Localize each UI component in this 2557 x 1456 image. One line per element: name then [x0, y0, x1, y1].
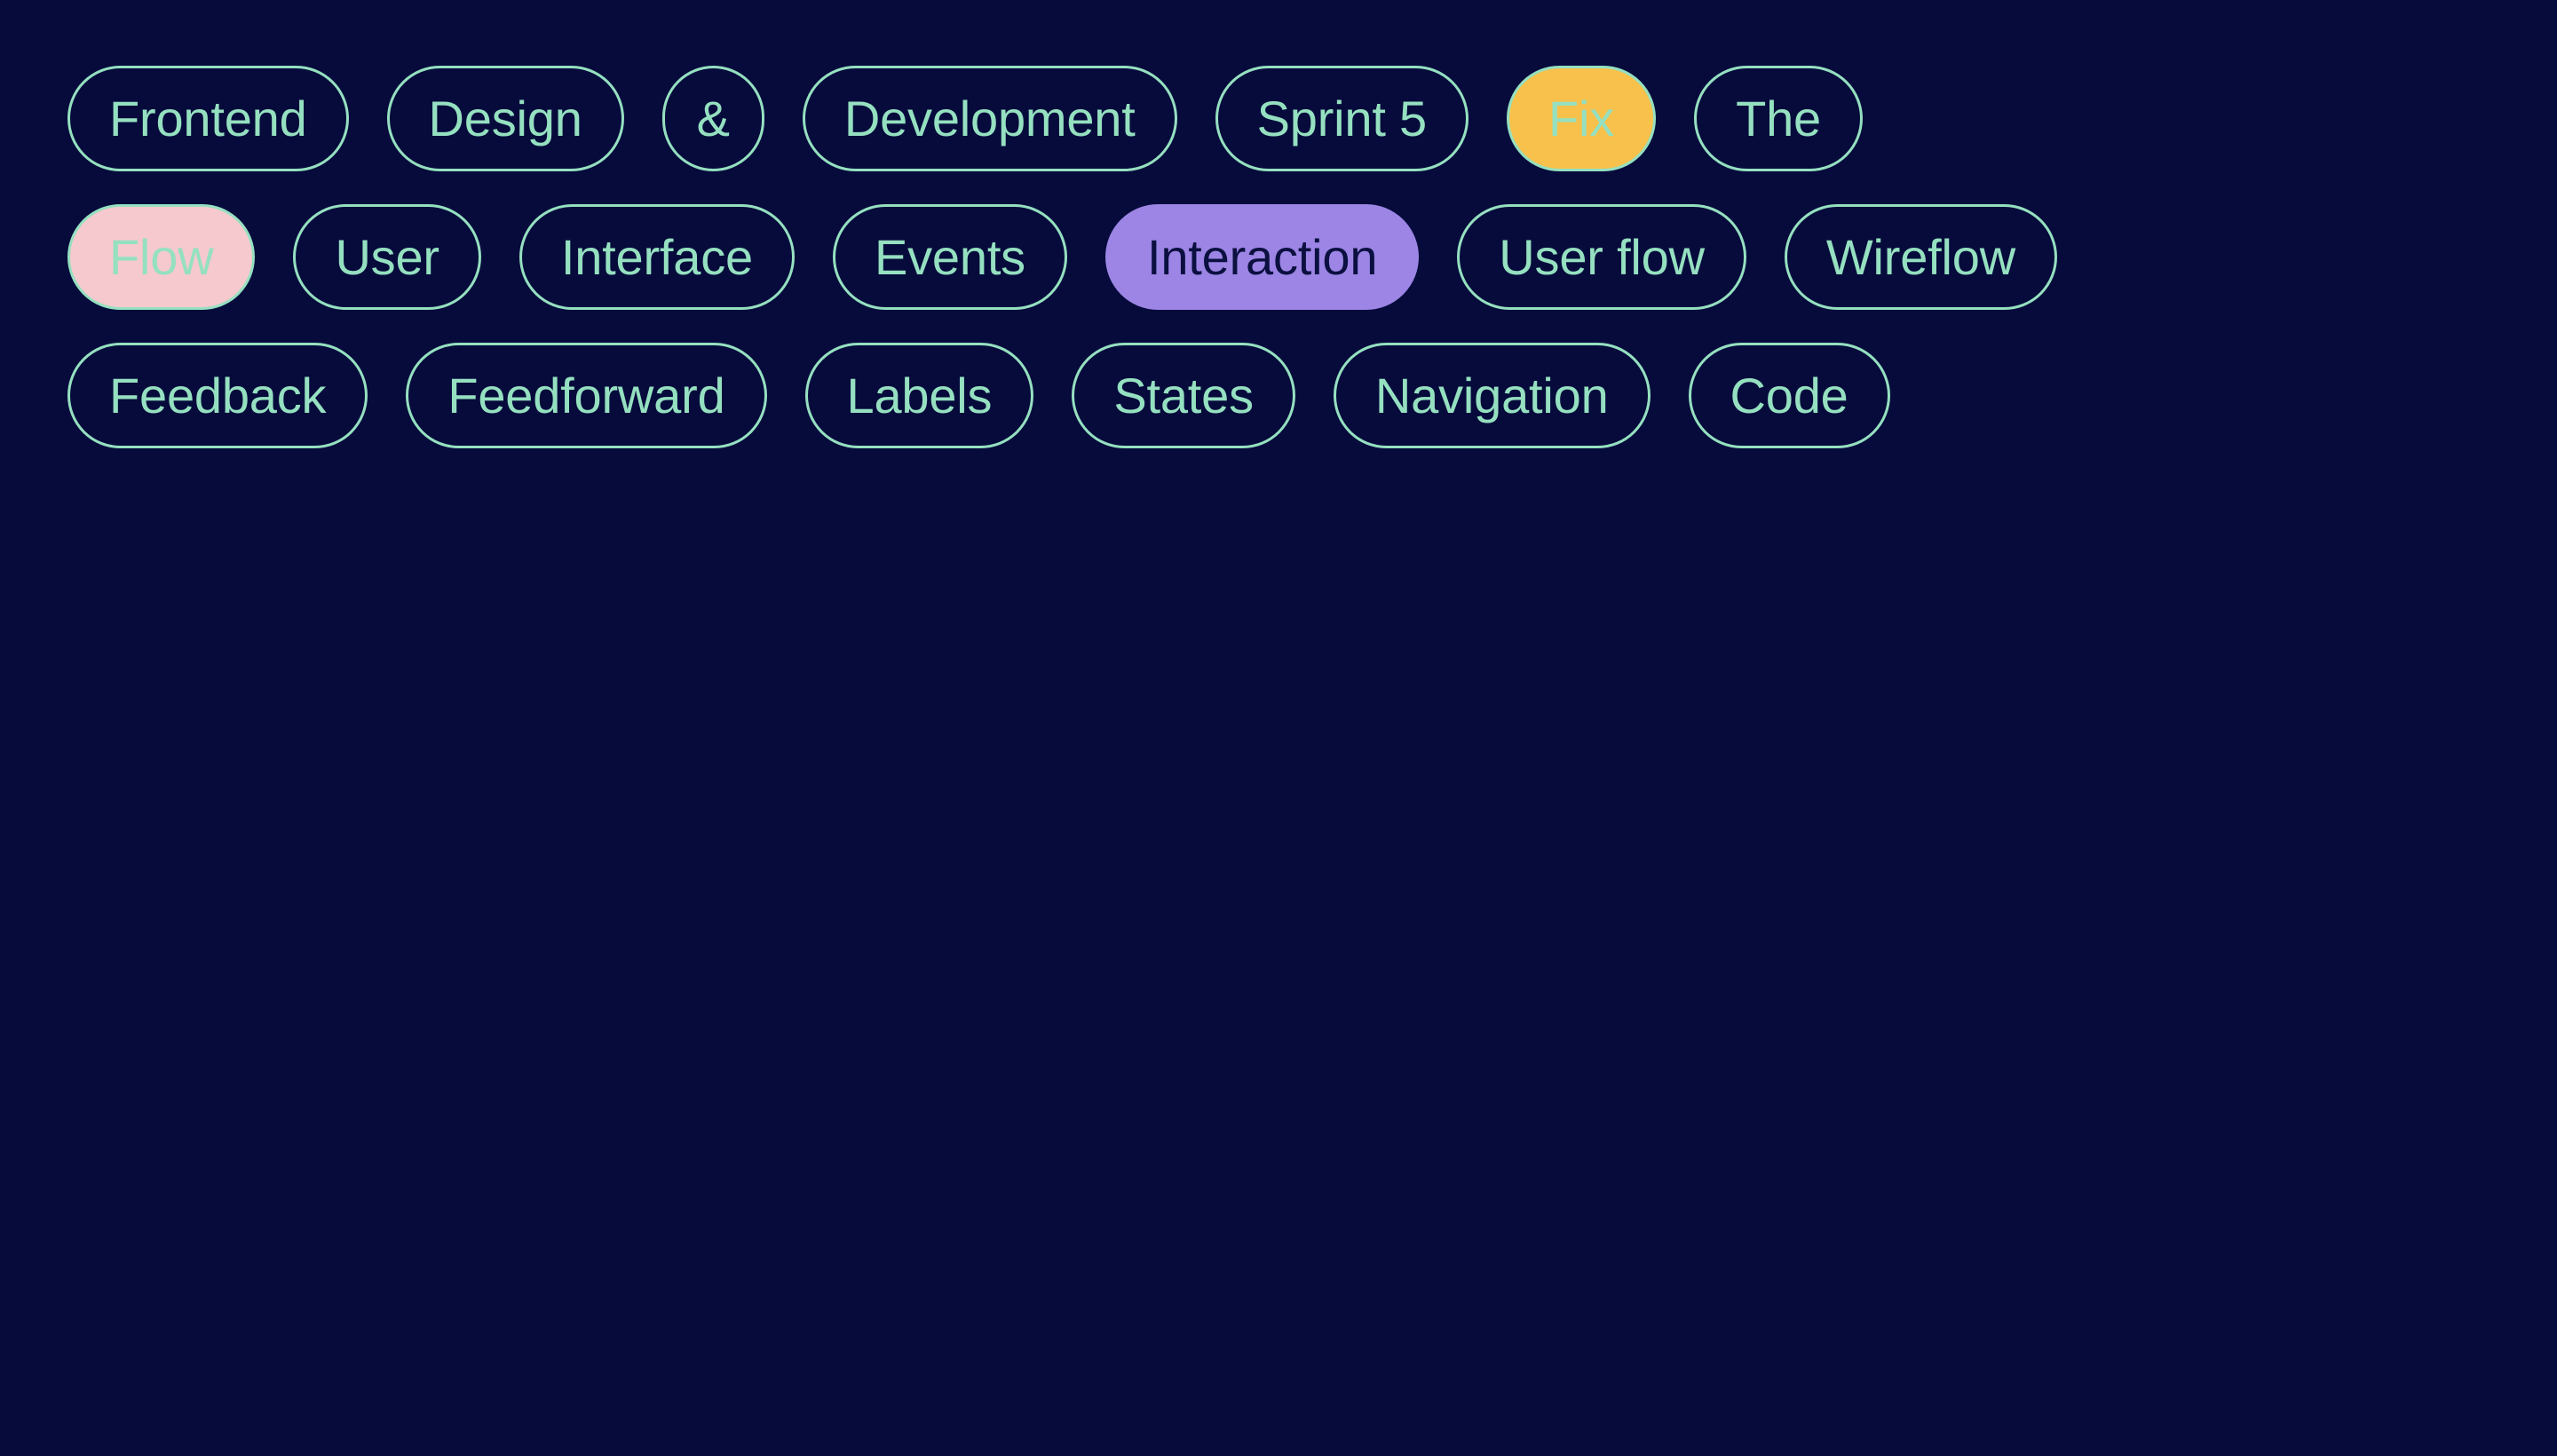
tag-chip-code[interactable]: Code [1688, 343, 1890, 448]
tag-chip-sprint-5[interactable]: Sprint 5 [1215, 66, 1468, 171]
tag-chip-feedback[interactable]: Feedback [67, 343, 368, 448]
tag-chip-wireflow[interactable]: Wireflow [1784, 204, 2057, 310]
tag-chip-user[interactable]: User [293, 204, 481, 310]
tag-row-2: Flow User Interface Events Interaction User f… [67, 204, 2557, 310]
tag-chip-navigation[interactable]: Navigation [1333, 343, 1651, 448]
tag-chip-labels[interactable]: Labels [804, 343, 1034, 448]
tag-chip-[interactable]: & [661, 66, 764, 171]
tag-chip-states[interactable]: States [1072, 343, 1295, 448]
tag-chip-flow[interactable]: Flow [67, 204, 256, 310]
tag-chip-frontend[interactable]: Frontend [67, 66, 349, 171]
tag-row-1: Frontend Design&Development Sprint 5 Fix The [67, 66, 2557, 171]
tag-chip-feedforward[interactable]: Feedforward [406, 343, 767, 448]
tag-chip-the[interactable]: The [1694, 66, 1863, 171]
tag-chip-development[interactable]: Development [802, 66, 1177, 171]
tag-chip-design[interactable]: Design [386, 66, 624, 171]
tag-chip-fix[interactable]: Fix [1507, 66, 1657, 171]
tag-chip-interaction[interactable]: Interaction [1104, 204, 1420, 310]
tag-chip-user-flow[interactable]: User flow [1457, 204, 1746, 310]
tag-chip-interface[interactable]: Interface [519, 204, 795, 310]
tag-row-3: Feedback Feedforward Labels States Navigatio… [67, 343, 2557, 448]
tag-chip-events[interactable]: Events [832, 204, 1067, 310]
